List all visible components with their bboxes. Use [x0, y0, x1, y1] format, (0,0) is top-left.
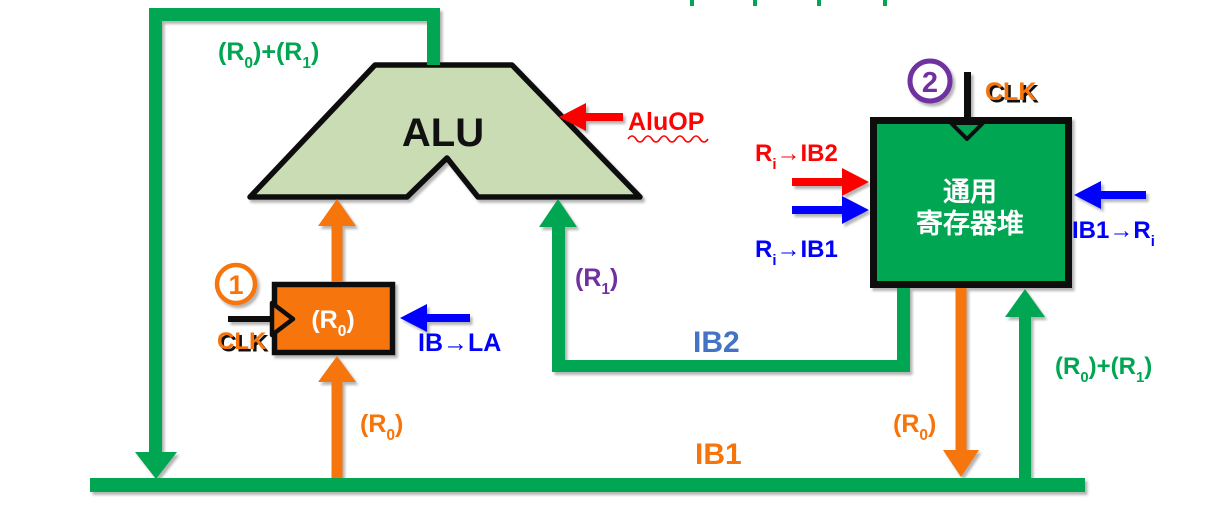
r0-up-label: (R0) — [360, 410, 403, 444]
clk-left-label-shadow: CLK — [220, 331, 270, 358]
step1-circle — [214, 262, 258, 306]
alu-output-stub — [427, 8, 440, 65]
ri-ib2-arrow — [792, 178, 844, 186]
step2-circle — [907, 58, 953, 104]
ib1-bus-label: IB1 — [695, 438, 742, 471]
r0-to-alu-arrow — [331, 224, 343, 282]
ib2-bus-right-vertical — [897, 288, 910, 372]
ib2-to-alu-arrowhead — [539, 199, 577, 227]
feedback-line-left — [149, 8, 162, 455]
r0-register-label: (R0) — [311, 306, 354, 340]
ib1-ri-arrow — [1099, 191, 1146, 199]
ri-ib1-arrowhead — [842, 196, 869, 224]
ib1-bus-line — [90, 478, 1085, 492]
ib-la-arrow — [425, 314, 470, 322]
ib-la-label: IB→LA — [418, 329, 501, 357]
bus-to-r0-arrow — [331, 380, 343, 478]
regfile-to-bus-arrowhead — [943, 450, 979, 477]
ri-ib1-label: Ri→IB1 — [755, 236, 838, 269]
clk-left-label: CLK — [217, 328, 267, 355]
bus-to-r0-arrowhead — [318, 356, 356, 382]
alu-shape — [247, 62, 643, 200]
regfile-label-line2: 寄存器堆 — [916, 208, 1024, 239]
r0-to-alu-arrowhead — [318, 199, 356, 226]
r0-register-box — [271, 281, 396, 356]
regfile-to-bus-arrow — [955, 288, 967, 453]
ib1-ri-arrowhead — [1074, 181, 1101, 209]
regfile-clk-notch-icon — [949, 121, 985, 141]
aluop-label: AluOP — [628, 108, 704, 136]
aluop-arrowhead — [559, 103, 586, 131]
bus-to-regfile-arrow — [1019, 315, 1031, 478]
ri-ib2-label: Ri→IB2 — [755, 140, 838, 173]
cutoff-text-remnants — [690, 0, 887, 6]
regfile-clk-line — [964, 72, 971, 122]
alu-label: ALU — [402, 111, 484, 155]
ib2-bus-horizontal — [552, 360, 910, 372]
ib1-ri-label: IB1→Ri — [1072, 217, 1155, 250]
feedback-arrowhead — [135, 452, 177, 479]
feedback-line-top — [149, 8, 440, 21]
clk-right-label-shadow: CLK — [988, 81, 1039, 109]
ib-la-arrowhead — [400, 304, 427, 332]
r0-down-label: (R0) — [893, 410, 936, 444]
ri-ib2-arrowhead — [842, 168, 869, 196]
step1-number: 1 — [228, 270, 243, 300]
clk-right-label: CLK — [985, 78, 1036, 106]
sum-label-right: (R0)+(R1) — [1055, 353, 1152, 386]
r1-label: (R1) — [575, 264, 618, 298]
aluop-squiggle-underline — [627, 135, 709, 143]
ib2-bus-left-vertical — [552, 222, 565, 372]
aluop-arrow — [584, 113, 623, 121]
r0-clk-line — [228, 316, 272, 322]
ri-ib1-arrow — [792, 206, 844, 214]
step2-number: 2 — [922, 67, 938, 99]
ib2-bus-label: IB2 — [693, 326, 740, 359]
regfile-label-line1: 通用 — [943, 177, 997, 207]
sum-label-topleft: (R0)+(R1) — [218, 38, 319, 72]
bus-to-regfile-arrowhead — [1005, 289, 1045, 317]
register-file-box — [870, 117, 1072, 288]
